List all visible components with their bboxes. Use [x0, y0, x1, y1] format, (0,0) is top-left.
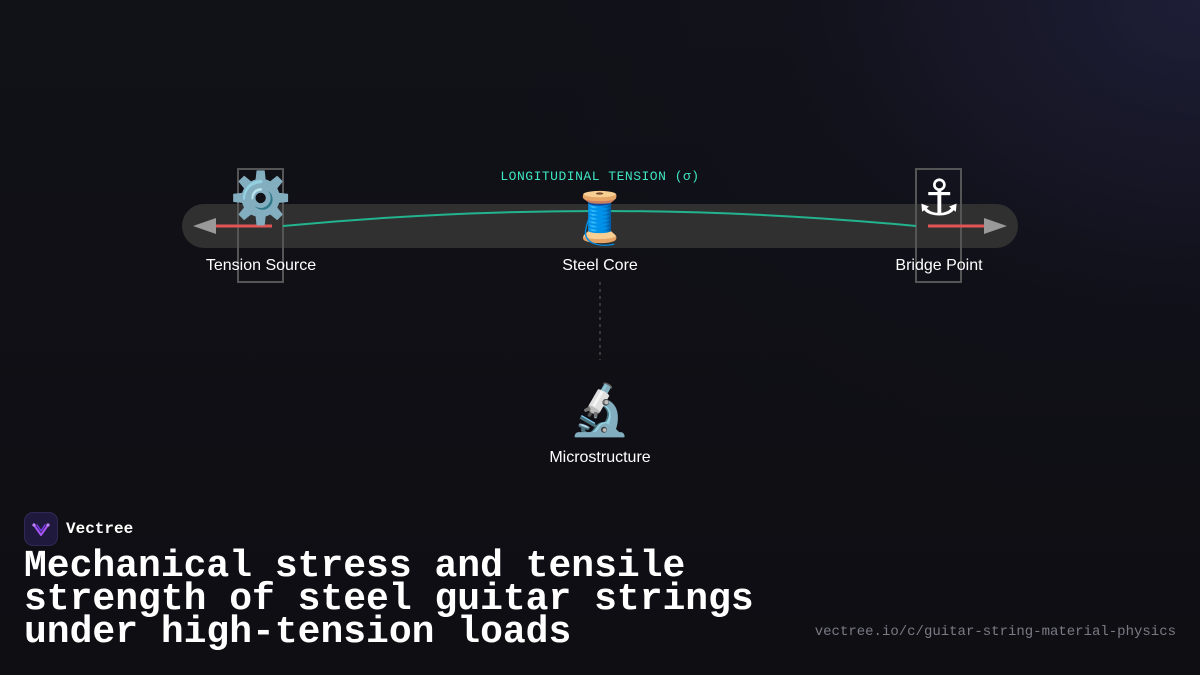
page-title: Mechanical stress and tensile strength o…: [24, 545, 754, 654]
node-label-microstructure: Microstructure: [549, 449, 651, 466]
node-label-bridge-point: Bridge Point: [895, 257, 983, 274]
microscope-icon: 🔬: [568, 381, 632, 439]
tension-label: LONGITUDINAL TENSION (σ): [500, 169, 700, 184]
vectree-logo-icon: [24, 512, 58, 546]
page-url[interactable]: vectree.io/c/guitar-string-material-phys…: [814, 624, 1176, 640]
tension-curve: [282, 210, 917, 227]
anchor-icon: ⚓: [916, 169, 962, 227]
tension-arrow-left: [193, 218, 216, 234]
node-label-tension-source: Tension Source: [205, 257, 317, 274]
node-label-steel-core: Steel Core: [562, 257, 638, 274]
tension-arrow-right: [984, 218, 1007, 234]
string-band: [182, 204, 1018, 248]
gear-icon: ⚙️: [229, 169, 293, 227]
brand-name: Vectree: [66, 520, 134, 538]
spool-of-thread-icon: 🧵: [568, 189, 632, 247]
brand[interactable]: Vectree: [24, 512, 133, 546]
